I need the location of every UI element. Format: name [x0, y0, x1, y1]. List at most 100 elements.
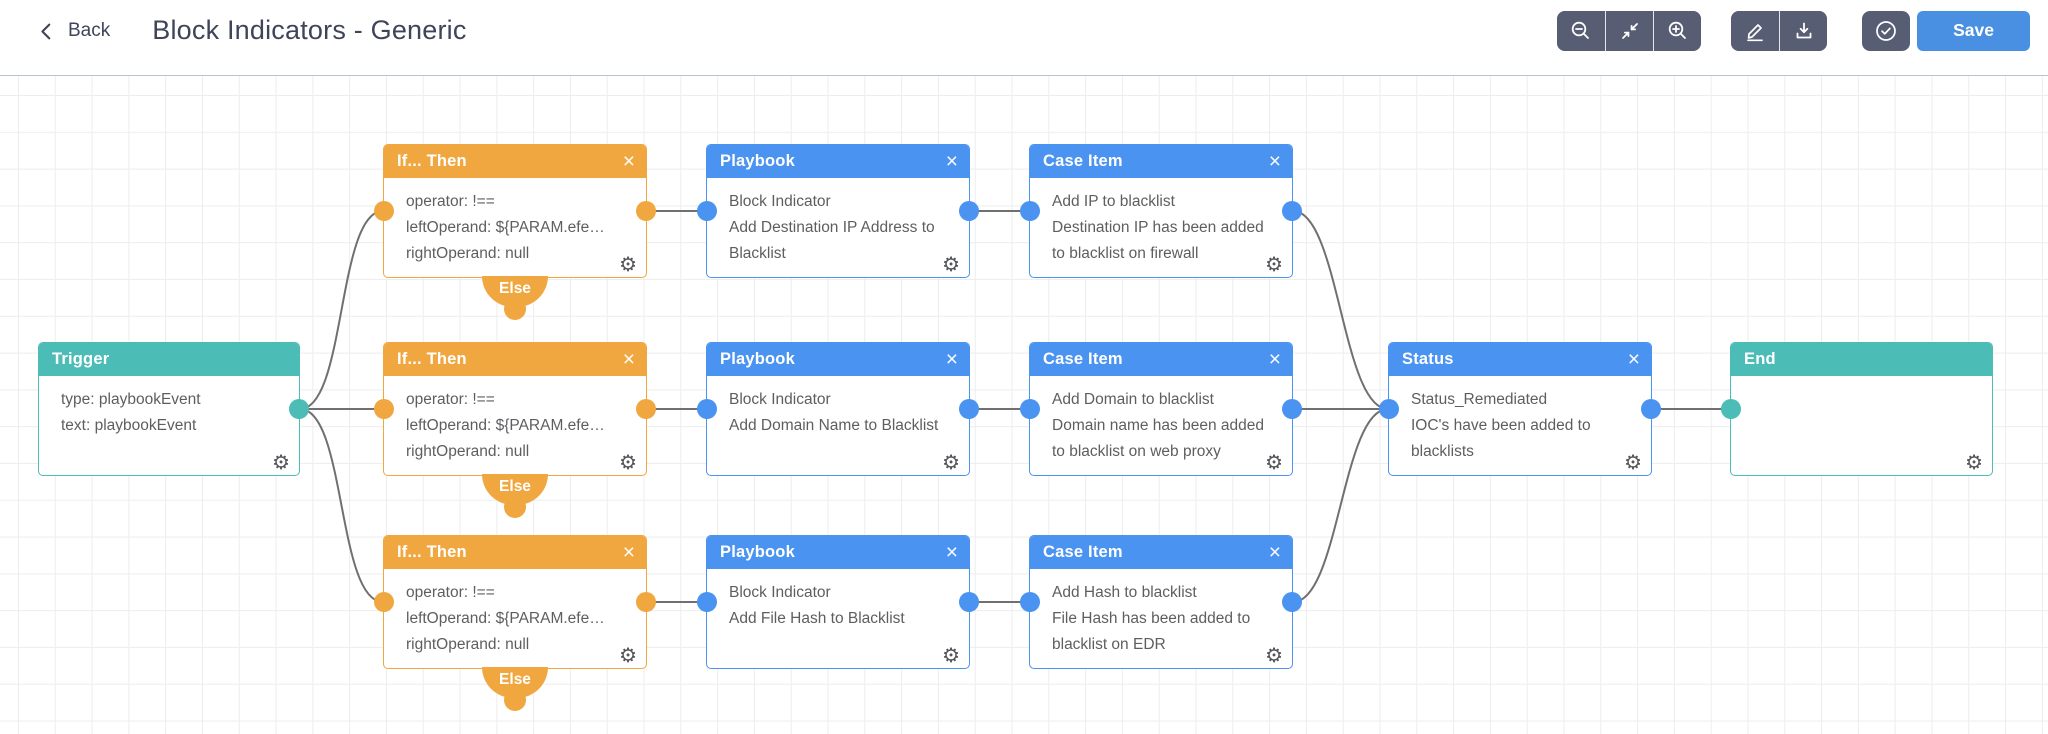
input-port[interactable] [1721, 399, 1741, 419]
node-text-line: rightOperand: null [406, 636, 530, 653]
settings-gear-icon[interactable]: ⚙ [942, 643, 960, 667]
settings-gear-icon[interactable]: ⚙ [619, 252, 637, 276]
fit-to-screen-button[interactable] [1605, 10, 1653, 51]
download-button[interactable] [1779, 10, 1827, 51]
output-port[interactable] [289, 399, 309, 419]
node-title: End [1744, 350, 1776, 368]
node-text-line: IOC's have been added to blacklists [1411, 417, 1591, 460]
node-title: Case Item [1043, 152, 1123, 170]
node-if-3[interactable]: If... Then×operator: !==leftOperand: ${P… [374, 535, 656, 711]
node-title: Playbook [720, 350, 795, 368]
node-header: Playbook× [707, 536, 969, 569]
settings-gear-icon[interactable]: ⚙ [1265, 450, 1283, 474]
node-header: If... Then× [384, 145, 646, 178]
node-text-line: Domain name has been added to blacklist … [1052, 417, 1264, 460]
else-port[interactable] [504, 496, 526, 518]
close-icon[interactable]: × [622, 149, 635, 173]
zoom-out-button[interactable] [1557, 10, 1605, 51]
validate-button[interactable] [1862, 10, 1910, 51]
input-port[interactable] [697, 399, 717, 419]
node-text-line: operator: !== [406, 391, 495, 408]
node-text-line: operator: !== [406, 193, 495, 210]
node-title: Case Item [1043, 350, 1123, 368]
connection-case-1-to-status [1292, 210, 1389, 410]
close-icon[interactable]: × [945, 540, 958, 564]
settings-gear-icon[interactable]: ⚙ [272, 450, 290, 474]
settings-gear-icon[interactable]: ⚙ [1624, 450, 1642, 474]
output-port[interactable] [959, 592, 979, 612]
close-icon[interactable]: × [622, 540, 635, 564]
input-port[interactable] [374, 201, 394, 221]
close-icon[interactable]: × [1268, 149, 1281, 173]
settings-gear-icon[interactable]: ⚙ [619, 450, 637, 474]
output-port[interactable] [636, 201, 656, 221]
output-port[interactable] [1641, 399, 1661, 419]
node-body: operator: !==leftOperand: ${PARAM.efe…ri… [384, 569, 646, 658]
validate-button-group [1862, 10, 1910, 51]
output-port[interactable] [959, 399, 979, 419]
node-header: Case Item × [1030, 145, 1292, 178]
node-if-2[interactable]: If... Then×operator: !==leftOperand: ${P… [374, 342, 656, 518]
close-icon[interactable]: × [1627, 347, 1640, 371]
input-port[interactable] [697, 592, 717, 612]
output-port[interactable] [1282, 201, 1302, 221]
edit-button[interactable] [1731, 10, 1779, 51]
input-port[interactable] [374, 592, 394, 612]
input-port[interactable] [374, 399, 394, 419]
save-button[interactable]: Save [1917, 10, 2030, 51]
node-header: End [1731, 343, 1992, 376]
node-text-line: Add Hash to blacklist [1052, 584, 1197, 601]
settings-gear-icon[interactable]: ⚙ [1965, 450, 1983, 474]
node-text-line: rightOperand: null [406, 443, 530, 460]
back-button[interactable]: Back [36, 19, 110, 43]
input-port[interactable] [1020, 399, 1040, 419]
input-port[interactable] [1020, 592, 1040, 612]
output-port[interactable] [1282, 592, 1302, 612]
settings-gear-icon[interactable]: ⚙ [1265, 643, 1283, 667]
close-icon[interactable]: × [945, 149, 958, 173]
input-port[interactable] [697, 201, 717, 221]
else-branch-connector[interactable]: Else [482, 276, 548, 320]
node-text-line: operator: !== [406, 584, 495, 601]
else-label: Else [499, 478, 531, 495]
settings-gear-icon[interactable]: ⚙ [942, 450, 960, 474]
else-port[interactable] [504, 298, 526, 320]
output-port[interactable] [959, 201, 979, 221]
output-port[interactable] [1282, 399, 1302, 419]
output-port[interactable] [636, 399, 656, 419]
node-text-line: Status_Remediated [1411, 391, 1548, 408]
node-end[interactable]: End ⚙ [1721, 342, 1993, 476]
node-title: Case Item [1043, 543, 1123, 561]
node-header: Case Item × [1030, 343, 1292, 376]
connection-trigger-to-if-3 [299, 408, 384, 603]
input-port[interactable] [1379, 399, 1399, 419]
input-port[interactable] [1020, 201, 1040, 221]
settings-gear-icon[interactable]: ⚙ [619, 643, 637, 667]
node-body: operator: !==leftOperand: ${PARAM.efe…ri… [384, 376, 646, 465]
top-bar: Back Block Indicators - Generic [0, 0, 2048, 76]
download-icon [1796, 22, 1811, 38]
settings-gear-icon[interactable]: ⚙ [942, 252, 960, 276]
close-icon[interactable]: × [1268, 347, 1281, 371]
close-icon[interactable]: × [1268, 540, 1281, 564]
node-if-1[interactable]: If... Then×operator: !==leftOperand: ${P… [374, 144, 656, 320]
zoom-in-button[interactable] [1653, 10, 1701, 51]
close-icon[interactable]: × [622, 347, 635, 371]
close-icon[interactable]: × [945, 347, 958, 371]
settings-gear-icon[interactable]: ⚙ [1265, 252, 1283, 276]
else-port[interactable] [504, 689, 526, 711]
output-port[interactable] [636, 592, 656, 612]
toolbar-actions: Save [1557, 10, 2030, 51]
